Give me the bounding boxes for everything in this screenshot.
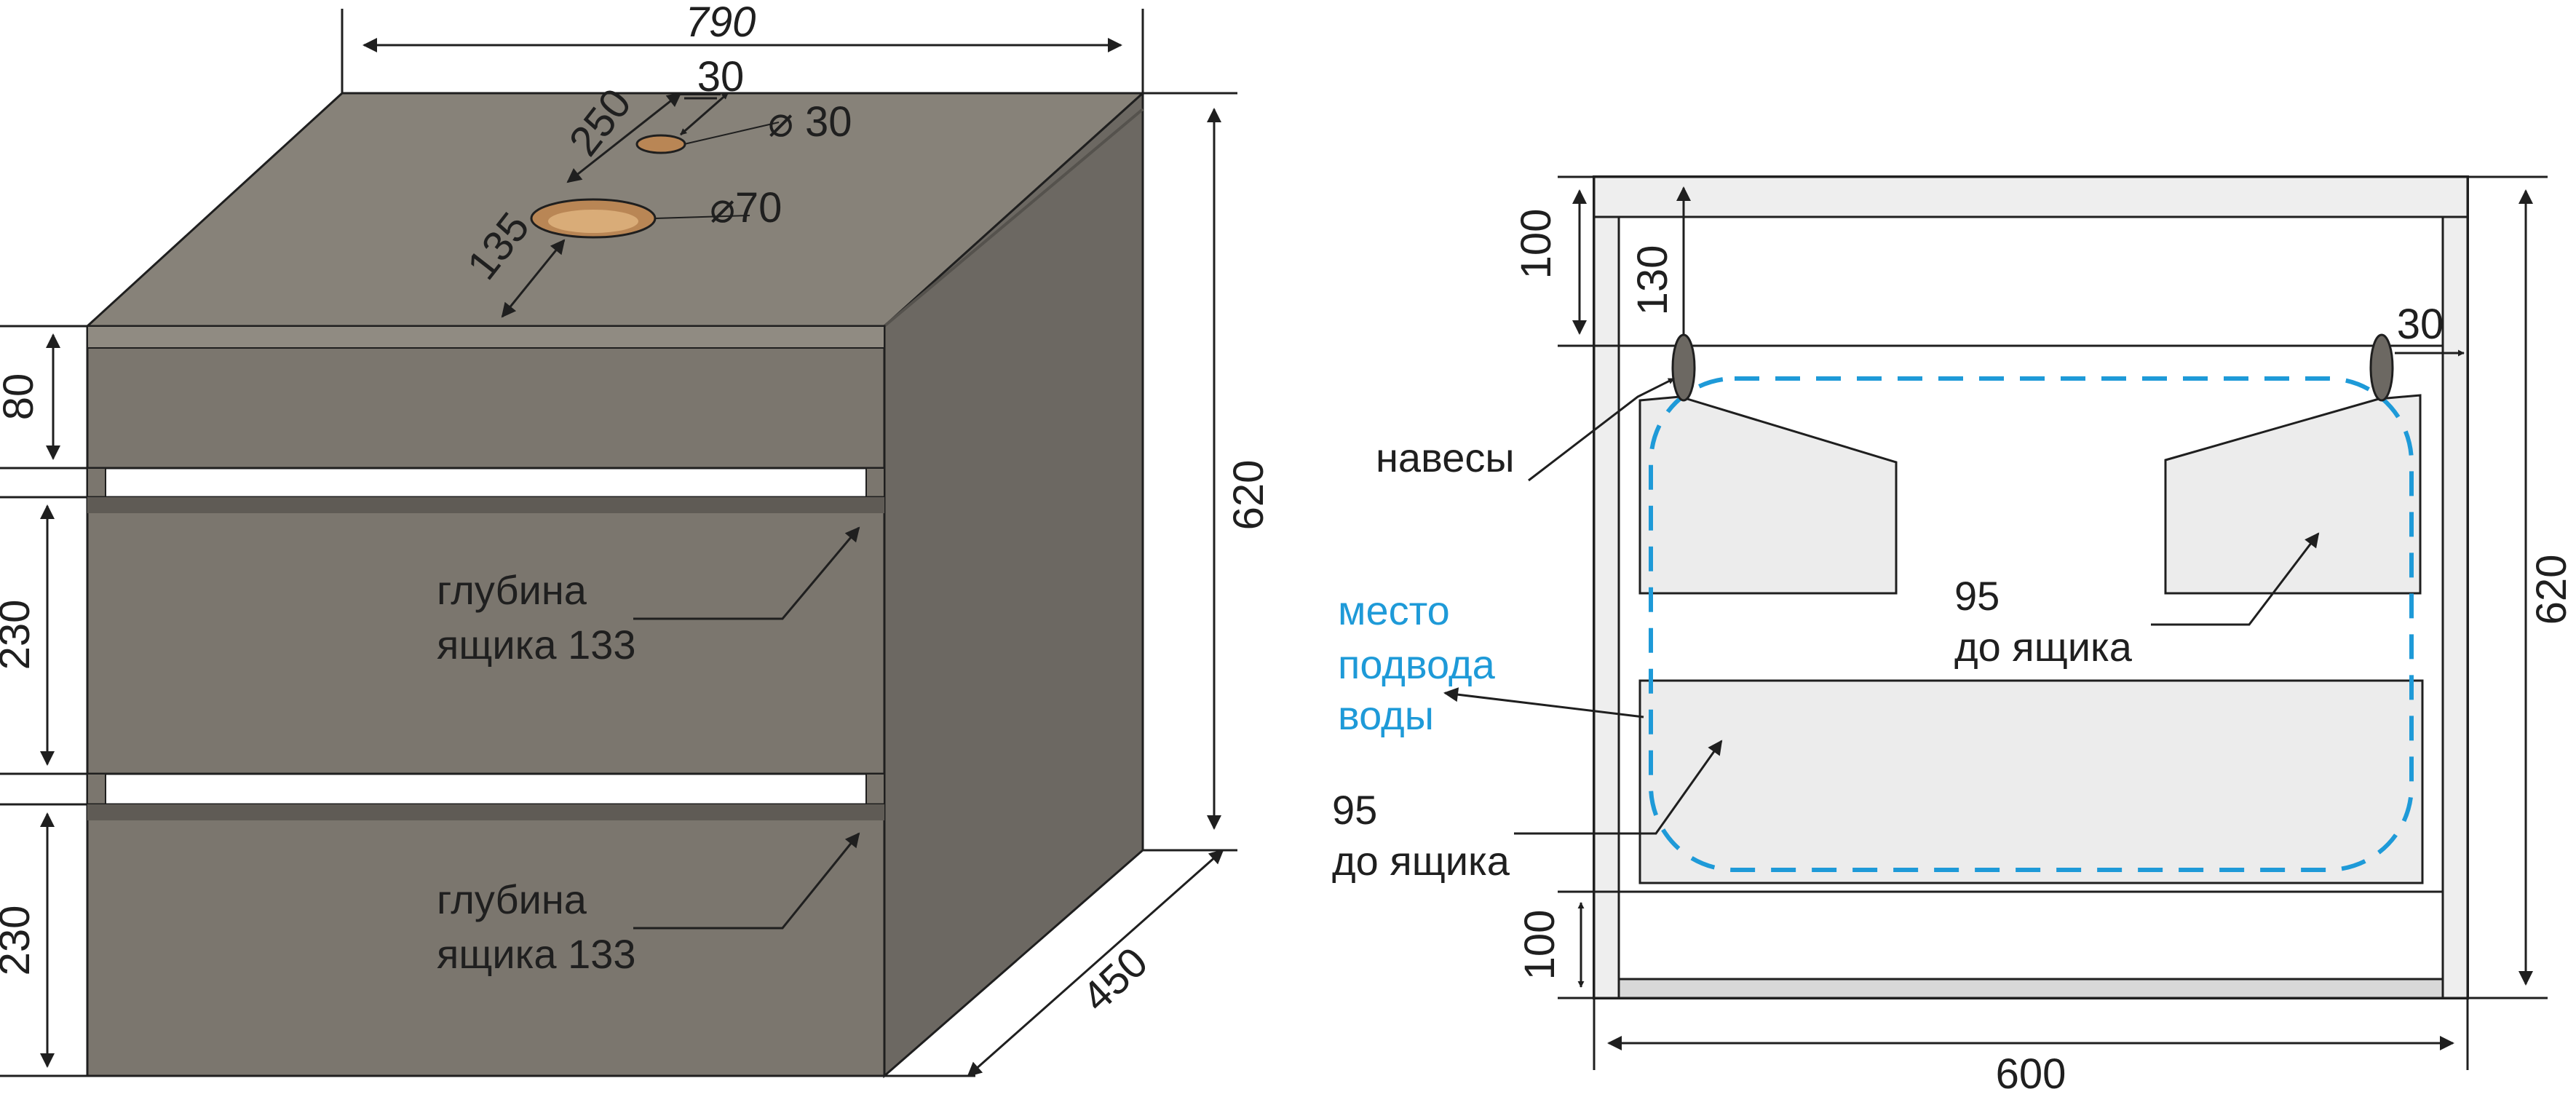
hinge-left-icon — [1671, 333, 1696, 402]
note-drawer-lower-line2: ящика 133 — [437, 931, 636, 977]
label-clearance-left: 95 — [1332, 787, 1377, 833]
note-drawer-upper-line2: ящика 133 — [437, 622, 636, 668]
dim-top-offset: 100 — [1513, 209, 1560, 280]
dim-width: 790 — [686, 0, 756, 46]
dim-hole-small-diameter: ⌀ 30 — [768, 98, 852, 146]
hinge-right-icon — [2369, 333, 2394, 402]
dim-height: 620 — [1225, 460, 1272, 531]
hole-small — [635, 134, 686, 154]
note-drawer-upper: глубина — [437, 567, 587, 613]
label-clearance-right: 95 — [1954, 573, 2000, 619]
drawer-gap-lower — [86, 772, 886, 806]
rear-view: 100 130 30 100 620 600 навесы место подв… — [1332, 175, 2575, 1097]
label-hinges: навесы — [1376, 435, 1515, 480]
water-supply-zone — [1649, 376, 2414, 872]
hinge-bracket-right — [2164, 394, 2422, 595]
dim-drawer-lower: 230 — [0, 906, 39, 976]
drawer-upper — [86, 496, 886, 775]
dim-top-rail: 80 — [0, 373, 42, 421]
label-clearance-right-line2: до ящика — [1954, 624, 2133, 670]
label-clearance-left-line2: до ящика — [1332, 838, 1510, 884]
dim-rear-width: 600 — [1996, 1050, 2066, 1093]
dim-depth: 450 — [1073, 938, 1157, 1021]
drawer-gap-upper — [86, 467, 886, 499]
cabinet-3d-view: 790 30 250 135 ⌀ 30 ⌀70 620 450 80 230 — [0, 0, 1272, 1079]
note-drawer-lower: глубина — [437, 876, 587, 922]
dim-hole-large-diameter: ⌀70 — [710, 184, 782, 231]
dim-hinge-height: 130 — [1629, 245, 1676, 316]
label-water-supply-line2: подвода — [1338, 641, 1496, 687]
drawer-lower — [86, 803, 886, 1077]
hinge-bracket-left — [1638, 395, 1898, 595]
dim-bottom-offset: 100 — [1516, 910, 1564, 981]
label-water-supply: место — [1338, 587, 1450, 633]
dim-hinge-offset: 30 — [2397, 301, 2444, 348]
drawer-zone — [1638, 679, 2424, 884]
dim-rear-height: 620 — [2528, 555, 2575, 625]
dim-drawer-upper: 230 — [0, 600, 39, 670]
dim-hole-offset-small: 30 — [697, 53, 745, 100]
label-water-supply-line3: воды — [1338, 692, 1434, 738]
